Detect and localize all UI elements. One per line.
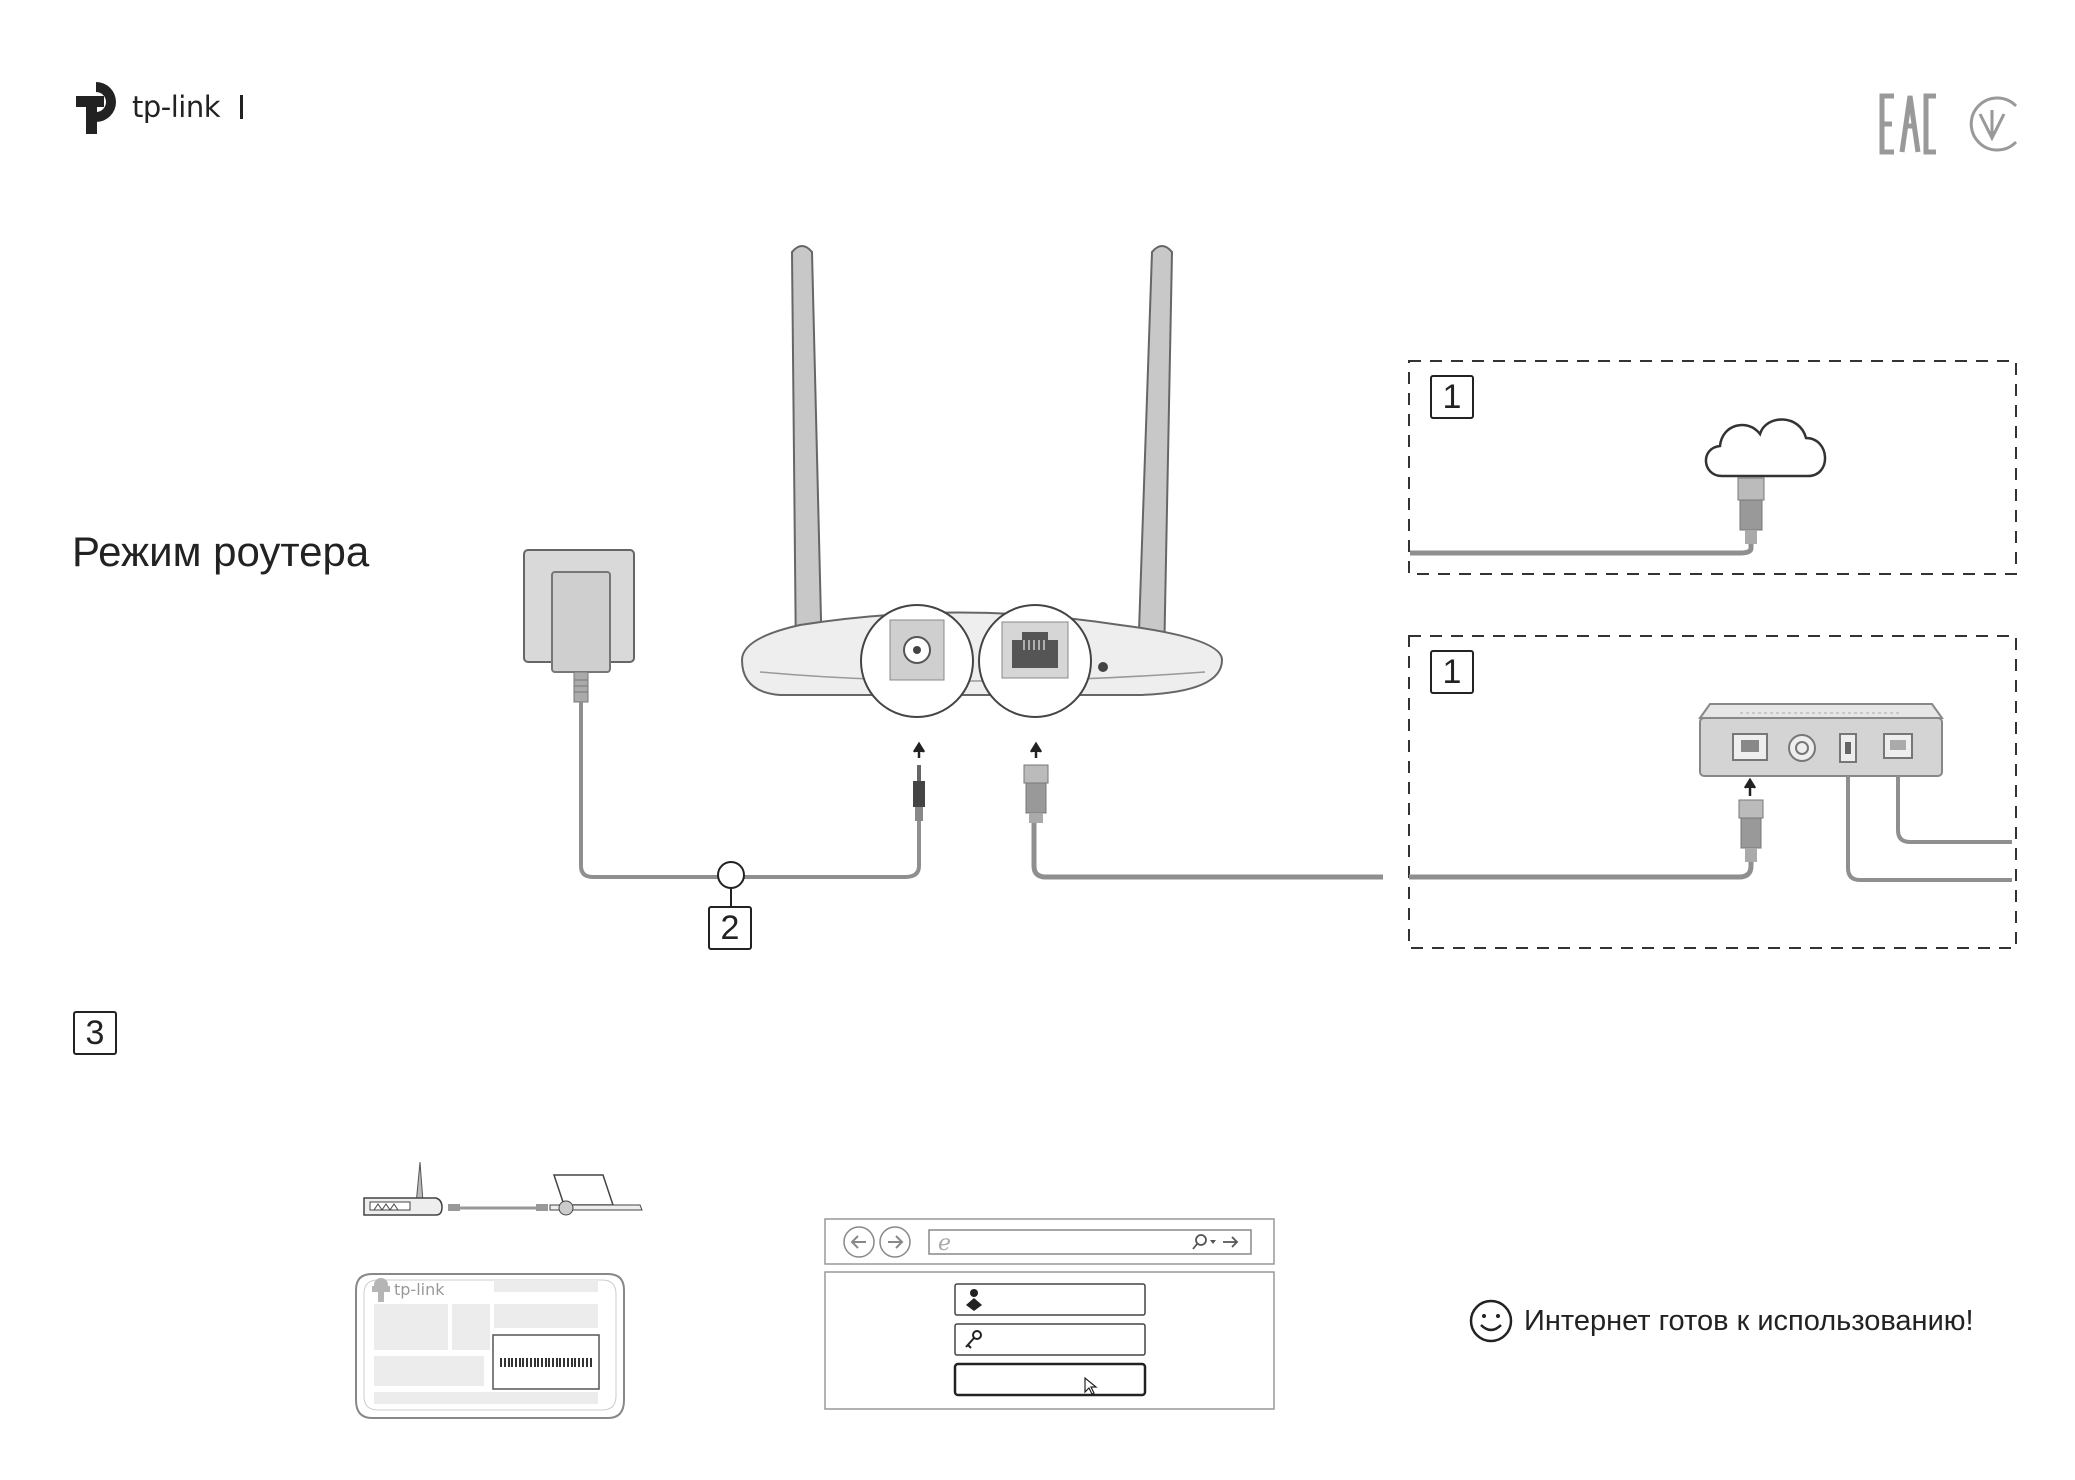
step-2-badge: 2 <box>708 906 752 950</box>
modem-port-arrow-icon <box>1743 777 1757 796</box>
router-antenna-left-icon <box>790 245 824 664</box>
tp-link-logo-icon <box>76 82 116 134</box>
label-brand: tp-link <box>394 1280 445 1299</box>
modem-device-icon <box>1698 703 1944 777</box>
search-icon <box>1192 1234 1207 1250</box>
username-field <box>954 1283 1146 1316</box>
login-button <box>953 1362 1147 1397</box>
internet-ready-text: Интернет готов к использованию! <box>1524 1304 1974 1337</box>
browser-window-illustration: e <box>824 1218 1275 1410</box>
step-3-badge: 3 <box>73 1011 117 1055</box>
power-port-arrow-icon <box>912 741 926 758</box>
router-wan-port-icon <box>978 604 1092 718</box>
logo-divider <box>240 95 244 119</box>
dc-power-plug-icon <box>913 765 925 821</box>
key-icon <box>965 1330 982 1349</box>
power-adapter-icon <box>523 549 635 703</box>
ua-conformity-mark-icon <box>1969 96 2018 152</box>
brand-name: tp-link <box>132 90 221 124</box>
wan-ethernet-cable-to-modem <box>1409 862 1754 880</box>
router-power-port-icon <box>860 604 974 718</box>
step-1-internet-badge: 1 <box>1430 375 1474 419</box>
cursor-icon <box>1084 1376 1098 1395</box>
internet-option-frame <box>1408 360 2017 575</box>
device-label-illustration: tp-link <box>355 1273 625 1419</box>
browser-logo-icon: e <box>938 1231 951 1256</box>
smiley-icon <box>1469 1299 1513 1343</box>
router-to-computer-icon <box>363 1161 643 1216</box>
modem-power-cable <box>1846 776 2012 882</box>
modem-ethernet-plug-icon <box>1738 799 1764 862</box>
modem-option-frame <box>1408 635 2017 949</box>
internet-ready-message: Интернет готов к использованию! <box>1468 1298 1974 1344</box>
internet-cable <box>1410 544 1754 556</box>
cloud-icon <box>1704 418 1827 478</box>
go-arrow-icon <box>1223 1236 1239 1248</box>
back-arrow-icon <box>843 1226 875 1258</box>
internet-ethernet-plug-icon <box>1737 477 1765 544</box>
page-title: Режим роутера <box>72 528 370 575</box>
tp-link-logo: tp-link <box>72 76 244 138</box>
user-icon <box>966 1289 982 1311</box>
wan-ethernet-cable <box>1031 820 1383 880</box>
password-field <box>954 1323 1146 1356</box>
power-cable-marker <box>717 861 745 889</box>
power-cable <box>579 702 921 879</box>
router-ethernet-plug-icon <box>1023 764 1049 823</box>
modem-phone-cable <box>1896 776 2012 844</box>
wan-port-arrow-icon <box>1029 741 1043 758</box>
step-1-modem-badge: 1 <box>1430 650 1474 694</box>
barcode-icon <box>500 1358 592 1367</box>
forward-arrow-icon <box>879 1226 911 1258</box>
dropdown-icon <box>1210 1240 1216 1244</box>
router-antenna-right-icon <box>1136 245 1174 664</box>
certification-marks <box>1878 92 2024 161</box>
eac-mark-icon <box>1879 93 1936 155</box>
